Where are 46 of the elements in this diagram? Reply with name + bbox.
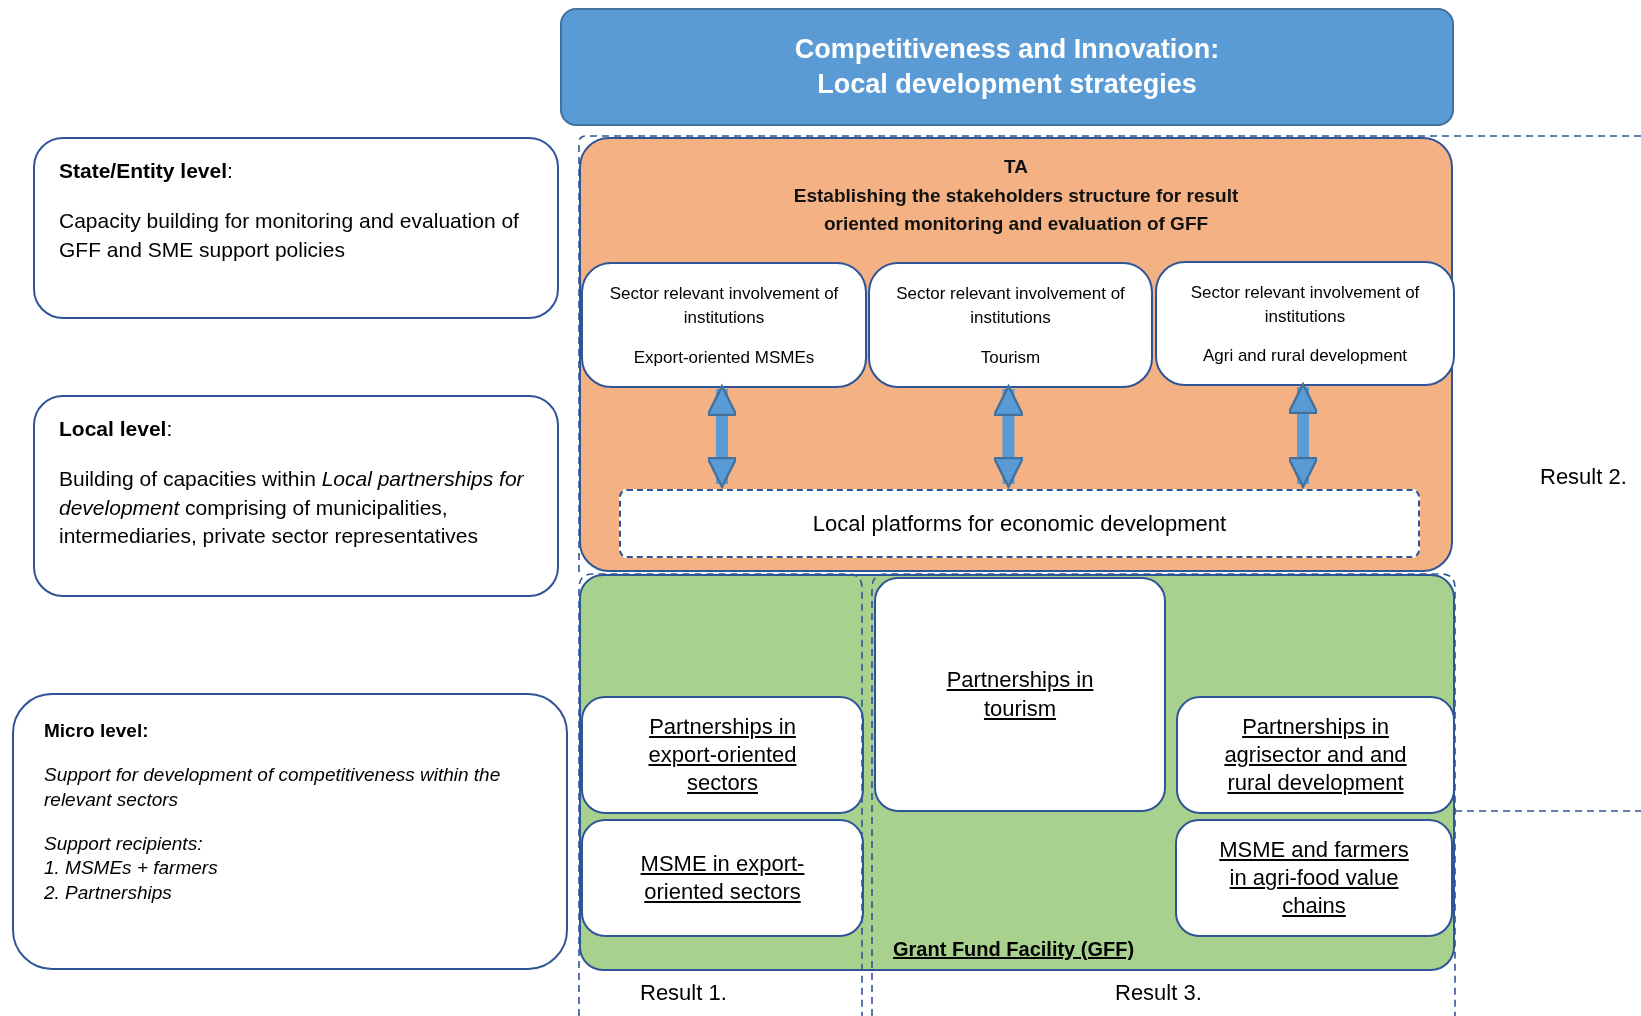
partnership-text: Partnerships in tourism xyxy=(945,666,1095,723)
level-heading: State/Entity level: xyxy=(59,158,234,184)
partnership-box xyxy=(1175,819,1453,937)
partnership-text: MSME in export-oriented sectors xyxy=(639,849,806,906)
sector-name: Agri and rural development xyxy=(1202,345,1408,368)
partnership-text: Partnerships in export-oriented sectors xyxy=(647,712,798,798)
partnership-box xyxy=(581,696,864,814)
box-text: Sector relevant involvement of institutions xyxy=(609,283,839,329)
platform-box xyxy=(619,489,1420,558)
box-text: Sector relevant involvement of institutions xyxy=(895,283,1126,329)
partnership-text: Partnerships in agrisector and and rural development xyxy=(1223,712,1408,798)
level-box xyxy=(33,395,559,597)
box-text: Sector relevant involvement of institutions xyxy=(1189,282,1421,328)
title-banner xyxy=(560,8,1454,126)
level-text: Support recipients: xyxy=(44,831,204,856)
panel-heading: Establishing the stakeholders structure for result oriented monitoring and evaluation of GFF xyxy=(792,183,1240,236)
sector-name: Export-oriented MSMEs xyxy=(633,347,815,370)
level-text: Capacity building for monitoring and evaluation of GFF and SME support policies xyxy=(59,208,520,263)
double-arrow xyxy=(1287,382,1319,489)
partnership-box xyxy=(581,819,864,937)
partnership-box xyxy=(874,577,1166,812)
result-label: Result 2. xyxy=(1540,464,1627,490)
gff-panel xyxy=(579,574,1455,971)
level-text: 1. MSMEs + farmers xyxy=(44,856,219,881)
gff-label: Grant Fund Facility (GFF) xyxy=(893,938,1135,961)
double-arrow xyxy=(706,384,738,489)
level-text: Support for development of competitiveness within the relevant sectors xyxy=(44,763,502,812)
sector-name: Tourism xyxy=(980,347,1041,370)
partnership-text: MSME and farmers in agri-food value chains xyxy=(1218,835,1410,921)
level-heading: Local level: xyxy=(59,416,174,442)
heading: TA xyxy=(1003,155,1029,179)
sector-box xyxy=(1155,261,1455,386)
partnership-box xyxy=(1176,696,1455,814)
result-label: Result 1. xyxy=(640,980,727,1006)
platform-text: Local platforms for economic development xyxy=(812,510,1227,537)
level-text: Building of capacities within Local partnerships for development comprising of municipalities, intermediaries, private sector representatives xyxy=(59,466,525,550)
double-arrow xyxy=(992,384,1025,489)
result-label: Result 3. xyxy=(1115,980,1202,1006)
level-text: 2. Partnerships xyxy=(44,880,173,905)
title-text: Competitiveness and Innovation: Local development strategies xyxy=(793,32,1221,101)
level-box xyxy=(33,137,559,319)
sector-box xyxy=(581,262,867,388)
sector-box xyxy=(868,262,1153,388)
level-heading: Micro level: xyxy=(44,719,150,743)
ta-panel xyxy=(579,137,1453,572)
level-box xyxy=(12,693,568,970)
